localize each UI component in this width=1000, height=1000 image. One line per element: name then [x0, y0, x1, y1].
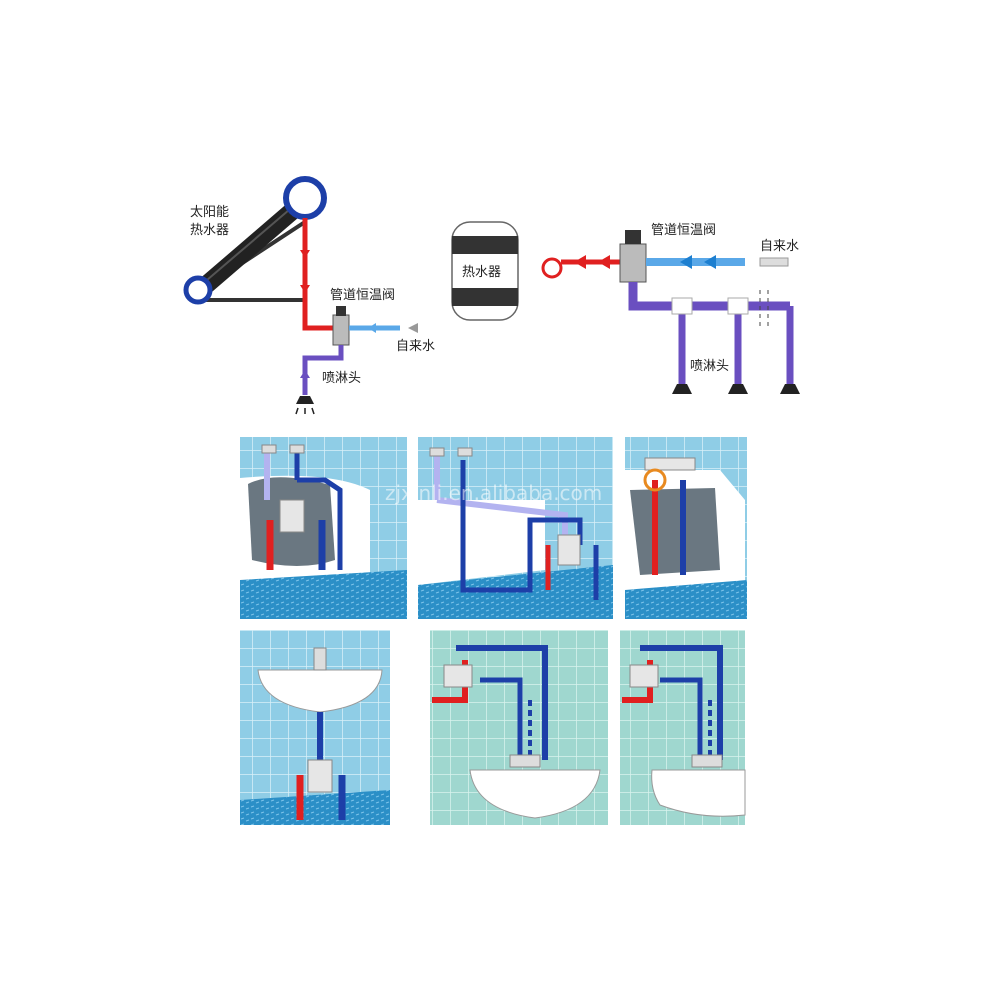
tap-water-label: 自来水 [396, 339, 435, 354]
heater-diagram: 热水器 管道恒温阀 自来水 喷淋头 [451, 221, 800, 394]
panel-basin-3 [620, 630, 746, 825]
solar-diagram: 太阳能 热水器 管道恒温阀 自来水 喷淋头 [183, 176, 435, 415]
faucet-icon [429, 447, 445, 457]
solar-label-1: 太阳能 [190, 205, 229, 220]
wall-cutout [630, 488, 720, 575]
valve-label: 管道恒温阀 [330, 288, 395, 303]
solar-label-2: 热水器 [190, 223, 229, 238]
faucet-icon [509, 754, 541, 768]
valve [279, 499, 305, 533]
valve-body-2 [619, 243, 647, 283]
valve [629, 664, 659, 688]
panel-bath-3 [625, 437, 747, 619]
mixed-pipe-2 [628, 282, 790, 311]
shower-head-icon [672, 384, 692, 394]
faucet-icon [289, 444, 305, 454]
solar-panel [189, 191, 314, 301]
faucet-icon [457, 447, 473, 457]
tap-water-label-2: 自来水 [760, 239, 799, 254]
panel-bath-1 [240, 437, 407, 619]
valve [307, 759, 333, 793]
faucet-icon [313, 647, 327, 671]
valve [443, 664, 473, 688]
mixer-icon [644, 457, 696, 471]
faucet-icon [691, 754, 723, 768]
basin [257, 669, 383, 713]
shower-head-icon [296, 396, 314, 404]
basin [469, 769, 601, 819]
panel-basin-2 [430, 630, 608, 825]
shower-label-2: 喷淋头 [690, 359, 729, 374]
mixed-pipe [302, 345, 344, 395]
shower-head-icon [728, 384, 748, 394]
valve-label-2: 管道恒温阀 [651, 223, 716, 238]
faucet-icon [261, 444, 277, 454]
valve [557, 534, 581, 566]
basin [651, 769, 746, 817]
shower-head-icon [780, 384, 800, 394]
valve-body [332, 314, 350, 346]
hot-pipe [302, 218, 333, 331]
solar-tank [283, 176, 327, 220]
panel-basin-1 [240, 630, 390, 825]
panel-bath-2 [418, 437, 613, 619]
watermark: zjxinli.en.alibaba.com [385, 481, 602, 505]
heater-label: 热水器 [462, 265, 501, 280]
shower-label: 喷淋头 [322, 371, 361, 386]
